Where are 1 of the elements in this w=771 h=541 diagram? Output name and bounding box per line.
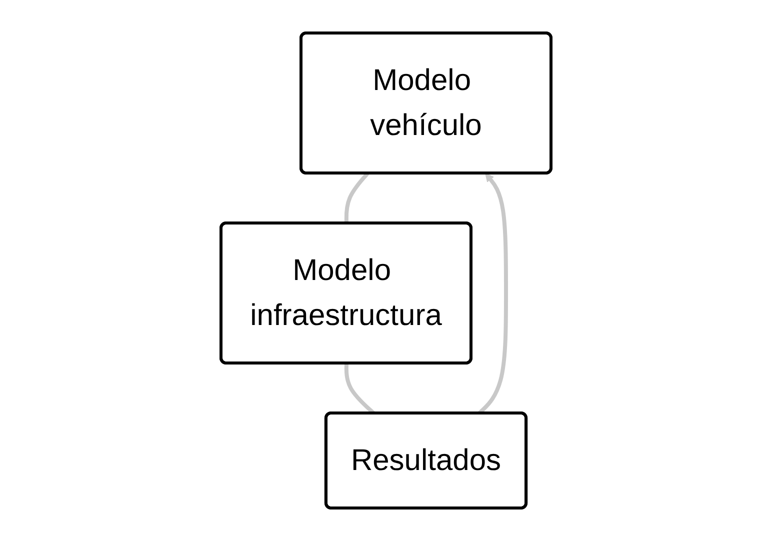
connector [344, 172, 369, 224]
